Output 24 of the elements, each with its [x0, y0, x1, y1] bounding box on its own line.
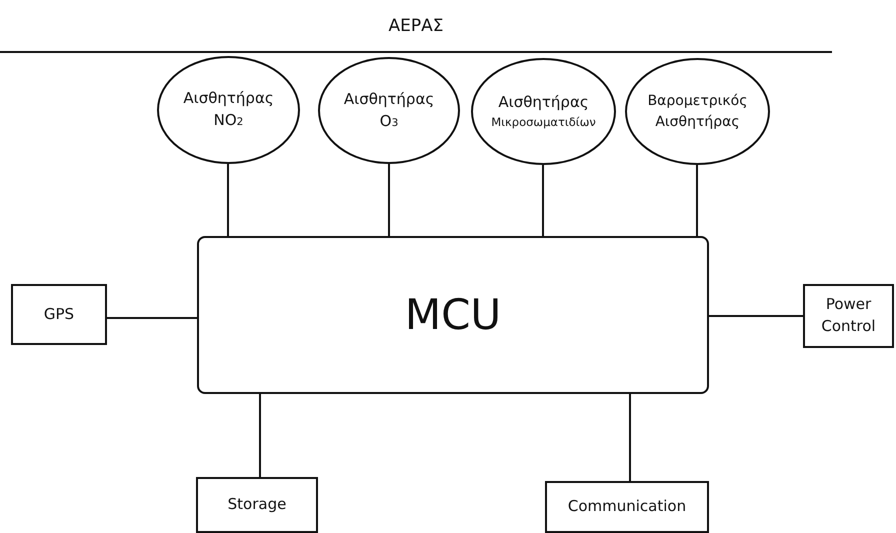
node-label: Communication	[568, 496, 686, 518]
module-box	[11, 284, 107, 345]
node-label: Βαρομετρικός Αισθητήρας	[646, 92, 748, 132]
connector-line	[542, 165, 544, 236]
mcu-box	[197, 236, 709, 394]
node-label: Αισθητήρας	[498, 92, 589, 114]
node-label: Αισθητήρας	[344, 88, 434, 110]
module-box	[545, 481, 709, 533]
connector-line	[388, 164, 390, 236]
connector-line	[696, 165, 698, 236]
node-label: Storage	[228, 494, 286, 516]
connector-line	[227, 164, 229, 236]
connector-line	[629, 394, 631, 481]
node-label: Αισθητήρας	[183, 88, 274, 110]
connector-line	[709, 315, 803, 317]
node-label: Μικροσωματιδίων	[491, 114, 596, 131]
node-label: MCU	[404, 288, 502, 341]
module-box	[803, 284, 894, 348]
module-box	[196, 477, 318, 533]
connector-line	[259, 394, 261, 477]
connector-line	[107, 317, 197, 319]
node-label: GPS	[44, 304, 74, 325]
air-label: ΑΕΡΑΣ	[388, 16, 444, 36]
node-label: Power Control	[820, 294, 877, 337]
